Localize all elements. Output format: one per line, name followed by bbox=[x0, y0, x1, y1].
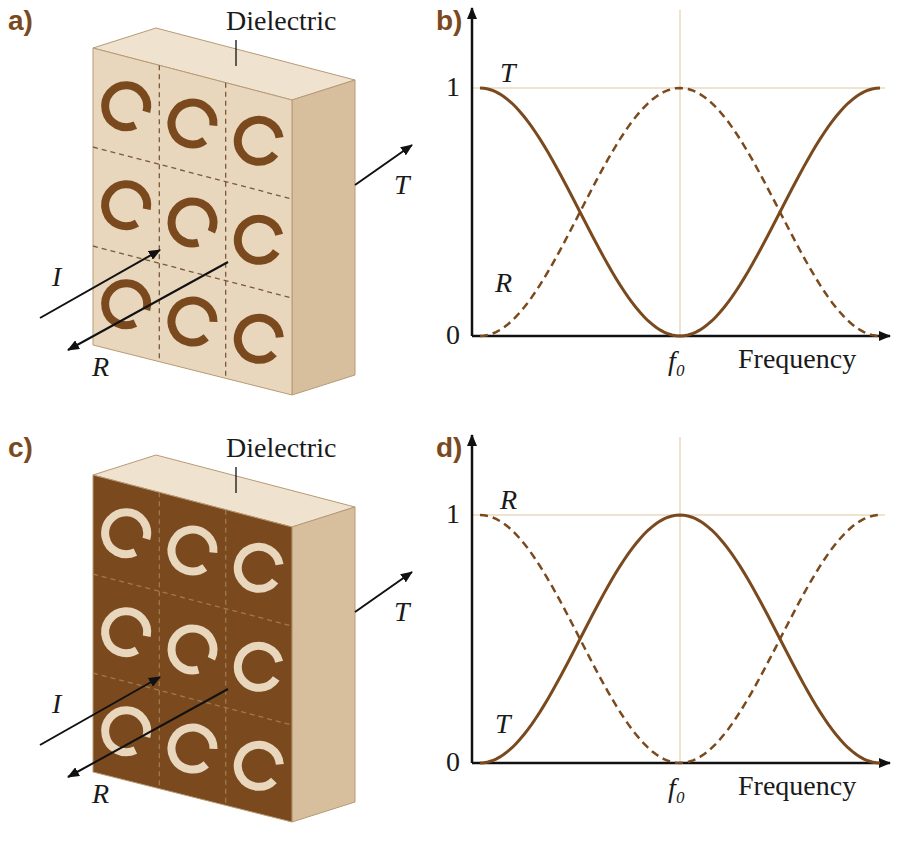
cell-boundary bbox=[225, 510, 226, 807]
wave-label: I bbox=[52, 262, 61, 293]
wave-label: T bbox=[394, 597, 410, 628]
panel-letter: d) bbox=[436, 433, 462, 464]
axis-title: Frequency bbox=[738, 344, 856, 375]
panel-letter: c) bbox=[8, 433, 33, 464]
reflectance-curve bbox=[480, 88, 880, 336]
transmittance-curve bbox=[480, 88, 880, 336]
curve-label: T bbox=[495, 709, 511, 740]
material-label: Dielectric bbox=[226, 6, 336, 37]
split-ring-resonator bbox=[105, 85, 147, 127]
ring-slot bbox=[238, 745, 280, 787]
axis-title: Frequency bbox=[738, 771, 856, 802]
wave-label: T bbox=[394, 170, 410, 201]
transmittance-curve bbox=[480, 515, 880, 763]
ring-slot bbox=[238, 547, 280, 589]
split-ring-resonator bbox=[238, 120, 280, 162]
cell-boundary bbox=[225, 83, 226, 380]
ring-slot bbox=[172, 629, 214, 671]
leader-line bbox=[235, 467, 236, 493]
curve-label: R bbox=[495, 268, 512, 299]
reflectance-curve bbox=[480, 515, 880, 763]
y-axis bbox=[471, 8, 474, 336]
wave-label: R bbox=[92, 352, 109, 383]
curve-label: T bbox=[500, 58, 516, 89]
dielectric-face bbox=[93, 48, 292, 395]
curve-label: R bbox=[500, 485, 517, 516]
cell-boundary bbox=[159, 492, 160, 789]
leader-line bbox=[235, 40, 236, 66]
split-ring-resonator bbox=[171, 202, 213, 244]
wave-label: I bbox=[52, 689, 61, 720]
metal-face bbox=[93, 475, 292, 822]
panel-letter: b) bbox=[436, 6, 462, 37]
split-ring-resonator bbox=[172, 301, 214, 343]
ring-slot bbox=[171, 727, 213, 769]
slab-side bbox=[292, 80, 355, 395]
panel-letter: a) bbox=[8, 6, 33, 37]
split-ring-resonator bbox=[238, 219, 279, 261]
split-ring-resonator bbox=[172, 103, 214, 145]
ring-slot bbox=[105, 512, 147, 554]
material-label: Dielectric bbox=[226, 433, 336, 464]
ring-slot bbox=[105, 611, 147, 653]
incident-arrow bbox=[40, 677, 160, 745]
slab-side bbox=[292, 507, 355, 822]
axis-tick: 0 bbox=[446, 747, 460, 778]
reflected-arrow bbox=[68, 262, 228, 350]
cell-boundary bbox=[159, 65, 160, 362]
axis-tick: 0 bbox=[446, 320, 460, 351]
incident-arrow bbox=[40, 250, 160, 318]
wave-label: R bbox=[92, 779, 109, 810]
f0-gridline bbox=[679, 10, 681, 336]
axis-tick: 1 bbox=[446, 72, 460, 103]
ring-slot bbox=[172, 530, 214, 572]
f0-gridline bbox=[679, 437, 681, 763]
cell-boundary bbox=[93, 147, 292, 199]
split-ring-resonator bbox=[238, 318, 280, 360]
reflected-arrow bbox=[68, 689, 228, 777]
frequency-mark: f₀ bbox=[668, 773, 686, 804]
axis-tick: 1 bbox=[446, 499, 460, 530]
y-axis bbox=[471, 435, 474, 763]
frequency-mark: f₀ bbox=[668, 346, 686, 377]
cell-boundary bbox=[93, 574, 292, 626]
ring-slot bbox=[238, 646, 279, 688]
split-ring-resonator bbox=[105, 184, 147, 226]
